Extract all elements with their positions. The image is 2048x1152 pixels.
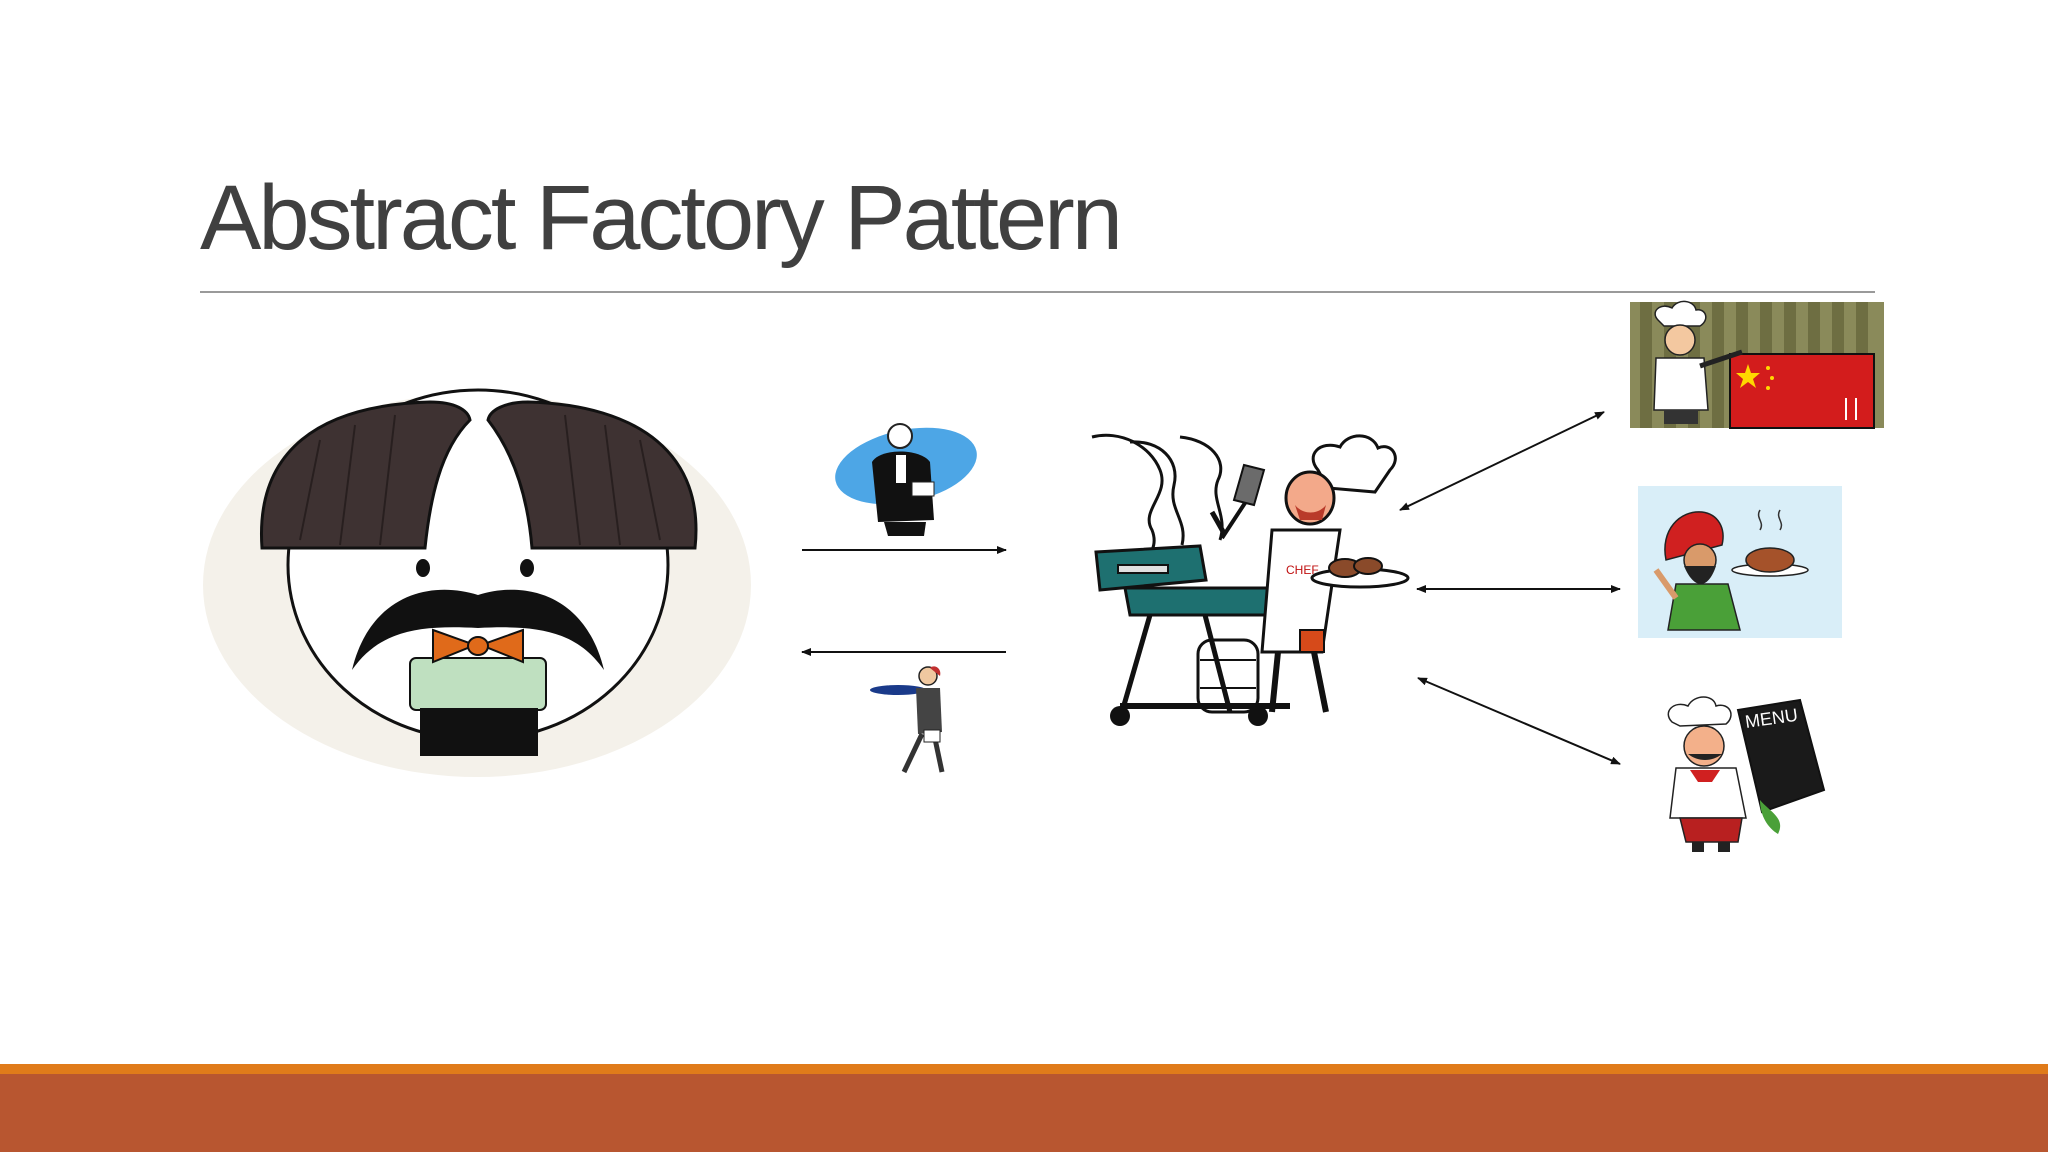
chinese-chef-arrow (1399, 411, 1605, 511)
footer-stripe (0, 1064, 2048, 1074)
waiter-walking-icon (870, 666, 945, 774)
indian-chef-icon (1638, 486, 1842, 638)
title-divider (200, 291, 1875, 293)
waiter-bowing-icon (835, 423, 977, 536)
customer-cartoon (203, 388, 751, 777)
grill-chef-icon: CHEF (1091, 433, 1410, 726)
menu-chef-arrow (1417, 677, 1621, 765)
chinese-chef-icon (1630, 300, 1884, 429)
apron-label: CHEF (1286, 563, 1319, 577)
footer-band (0, 1074, 2048, 1152)
slide-title: Abstract Factory Pattern (200, 167, 1123, 269)
menu-chef-icon: MENU (1667, 696, 1826, 852)
